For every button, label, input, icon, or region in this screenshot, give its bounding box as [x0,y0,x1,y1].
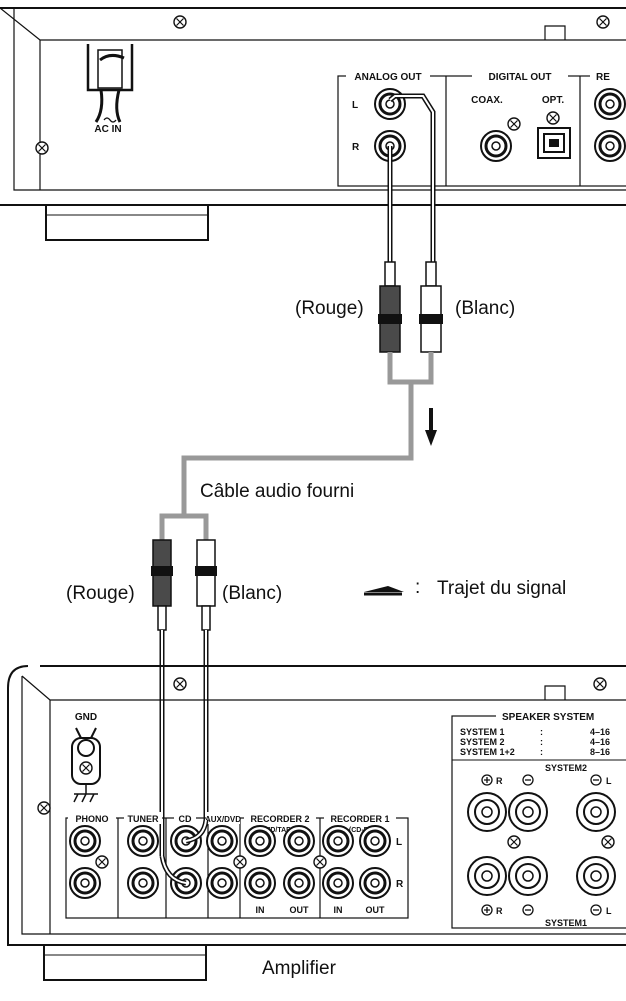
system1-polarity-icons: R L [481,904,612,916]
screw-icon [546,111,560,125]
rec1-in-r-jack-icon [321,866,355,900]
tuner-r-jack-icon [126,866,160,900]
amplifier-caption: Amplifier [262,958,336,979]
rec2-in-r-jack-icon [243,866,277,900]
red-label-bottom: (Rouge) [66,583,135,604]
colon-1: : [540,727,543,737]
aux-l-jack-icon [205,824,239,858]
cd-label: CD [179,814,192,824]
rec1-out-label: OUT [366,905,386,915]
screw-icon [507,835,521,849]
system2-polarity-icons: R L [481,774,612,786]
amplifier-device: GND PHONO TUNER CD AUX/DVD RECORDER 2 (M… [7,665,626,981]
rec1-in-label: IN [334,905,343,915]
rec1-in-l-jack-icon [321,824,355,858]
screw-icon [507,117,521,131]
optical-jack-icon [537,127,571,159]
recorder1-sub-label: (CD-R) [349,827,371,834]
system1-imp-label: SYSTEM 1 [460,727,505,737]
phono-r-jack-icon [68,866,102,900]
ac-in-socket-icon [86,44,134,123]
red-label-top: (Rouge) [295,298,364,319]
analog-left-label: L [352,100,358,111]
amp-left-label: L [396,837,402,848]
screw-icon [313,855,327,869]
legend-text: Trajet du signal [437,578,567,599]
screw-icon [596,15,610,29]
screw-icon [35,141,49,155]
speaker-terminal-icon [467,792,507,832]
screw-icon [95,855,109,869]
ac-in-label: AC IN [94,124,121,135]
tuner-label: TUNER [128,814,159,824]
system2-label: SYSTEM2 [545,763,587,773]
colon-3: : [540,747,543,757]
screw-icon [173,15,187,29]
tuner-l-jack-icon [126,824,160,858]
aux-dvd-label: AUX/DVD [205,815,241,824]
red-plug-bottom-icon [151,539,173,631]
aux-r-jack-icon [205,866,239,900]
screw-icon [601,835,615,849]
imp2-value: 4–16 [590,737,610,747]
phono-l-jack-icon [68,824,102,858]
screw-icon [593,677,607,691]
speaker-terminal-icon [508,856,548,896]
speaker-terminal-icon [508,792,548,832]
source-device: AC IN ANALOG OUT DIGITAL OUT RE L R COAX… [0,7,626,241]
white-label-bottom: (Blanc) [222,583,283,604]
coax-jack-icon [479,129,513,163]
legend-separator: : [415,577,421,598]
recorder1-label: RECORDER 1 [330,814,389,824]
rec2-in-label: IN [256,905,265,915]
rec2-in-l-jack-icon [243,824,277,858]
red-plug-top-icon [378,261,402,353]
svg-text:L: L [606,906,612,916]
gnd-label: GND [75,712,97,723]
rec1-out-r-jack-icon [358,866,392,900]
white-plug-top-icon [419,261,443,353]
analog-out-label: ANALOG OUT [354,72,421,83]
digital-out-label: DIGITAL OUT [489,72,552,83]
colon-2: : [540,737,543,747]
imp12-value: 8–16 [590,747,610,757]
system2-imp-label: SYSTEM 2 [460,737,505,747]
signal-path-legend-arrow-icon [364,586,404,596]
ground-terminal-icon [71,727,101,803]
rec1-out-l-jack-icon [358,824,392,858]
phono-label: PHONO [75,814,108,824]
speaker-terminal-icon [576,792,616,832]
recorder2-sub-label: (MD/TAPE) [262,827,298,834]
audio-cable [151,93,443,856]
recorder2-label: RECORDER 2 [250,814,309,824]
speaker-terminal-icon [467,856,507,896]
system1-label: SYSTEM1 [545,918,587,928]
speaker-terminal-icon [576,856,616,896]
amp-right-label: R [396,879,404,890]
screw-icon [37,801,51,815]
svg-text:R: R [496,776,503,786]
rec2-out-l-jack-icon [282,824,316,858]
analog-right-label: R [352,142,360,153]
signal-direction-arrow-icon [425,408,437,446]
white-label-top: (Blanc) [455,298,516,319]
opt-label: OPT. [542,95,564,106]
speaker-system-label: SPEAKER SYSTEM [502,712,594,723]
rec2-out-r-jack-icon [282,866,316,900]
recorder-out-label-partial: RE [596,72,610,83]
cable-caption: Câble audio fourni [200,481,355,502]
imp1-value: 4–16 [590,727,610,737]
svg-text:L: L [606,776,612,786]
screw-icon [173,677,187,691]
white-plug-bottom-icon [195,539,217,631]
coax-label: COAX. [471,95,503,106]
rec-jack-icon [593,129,626,163]
svg-text:R: R [496,906,503,916]
screw-icon [233,855,247,869]
rec-jack-icon [593,87,626,121]
system12-imp-label: SYSTEM 1+2 [460,747,515,757]
rec2-out-label: OUT [290,905,310,915]
